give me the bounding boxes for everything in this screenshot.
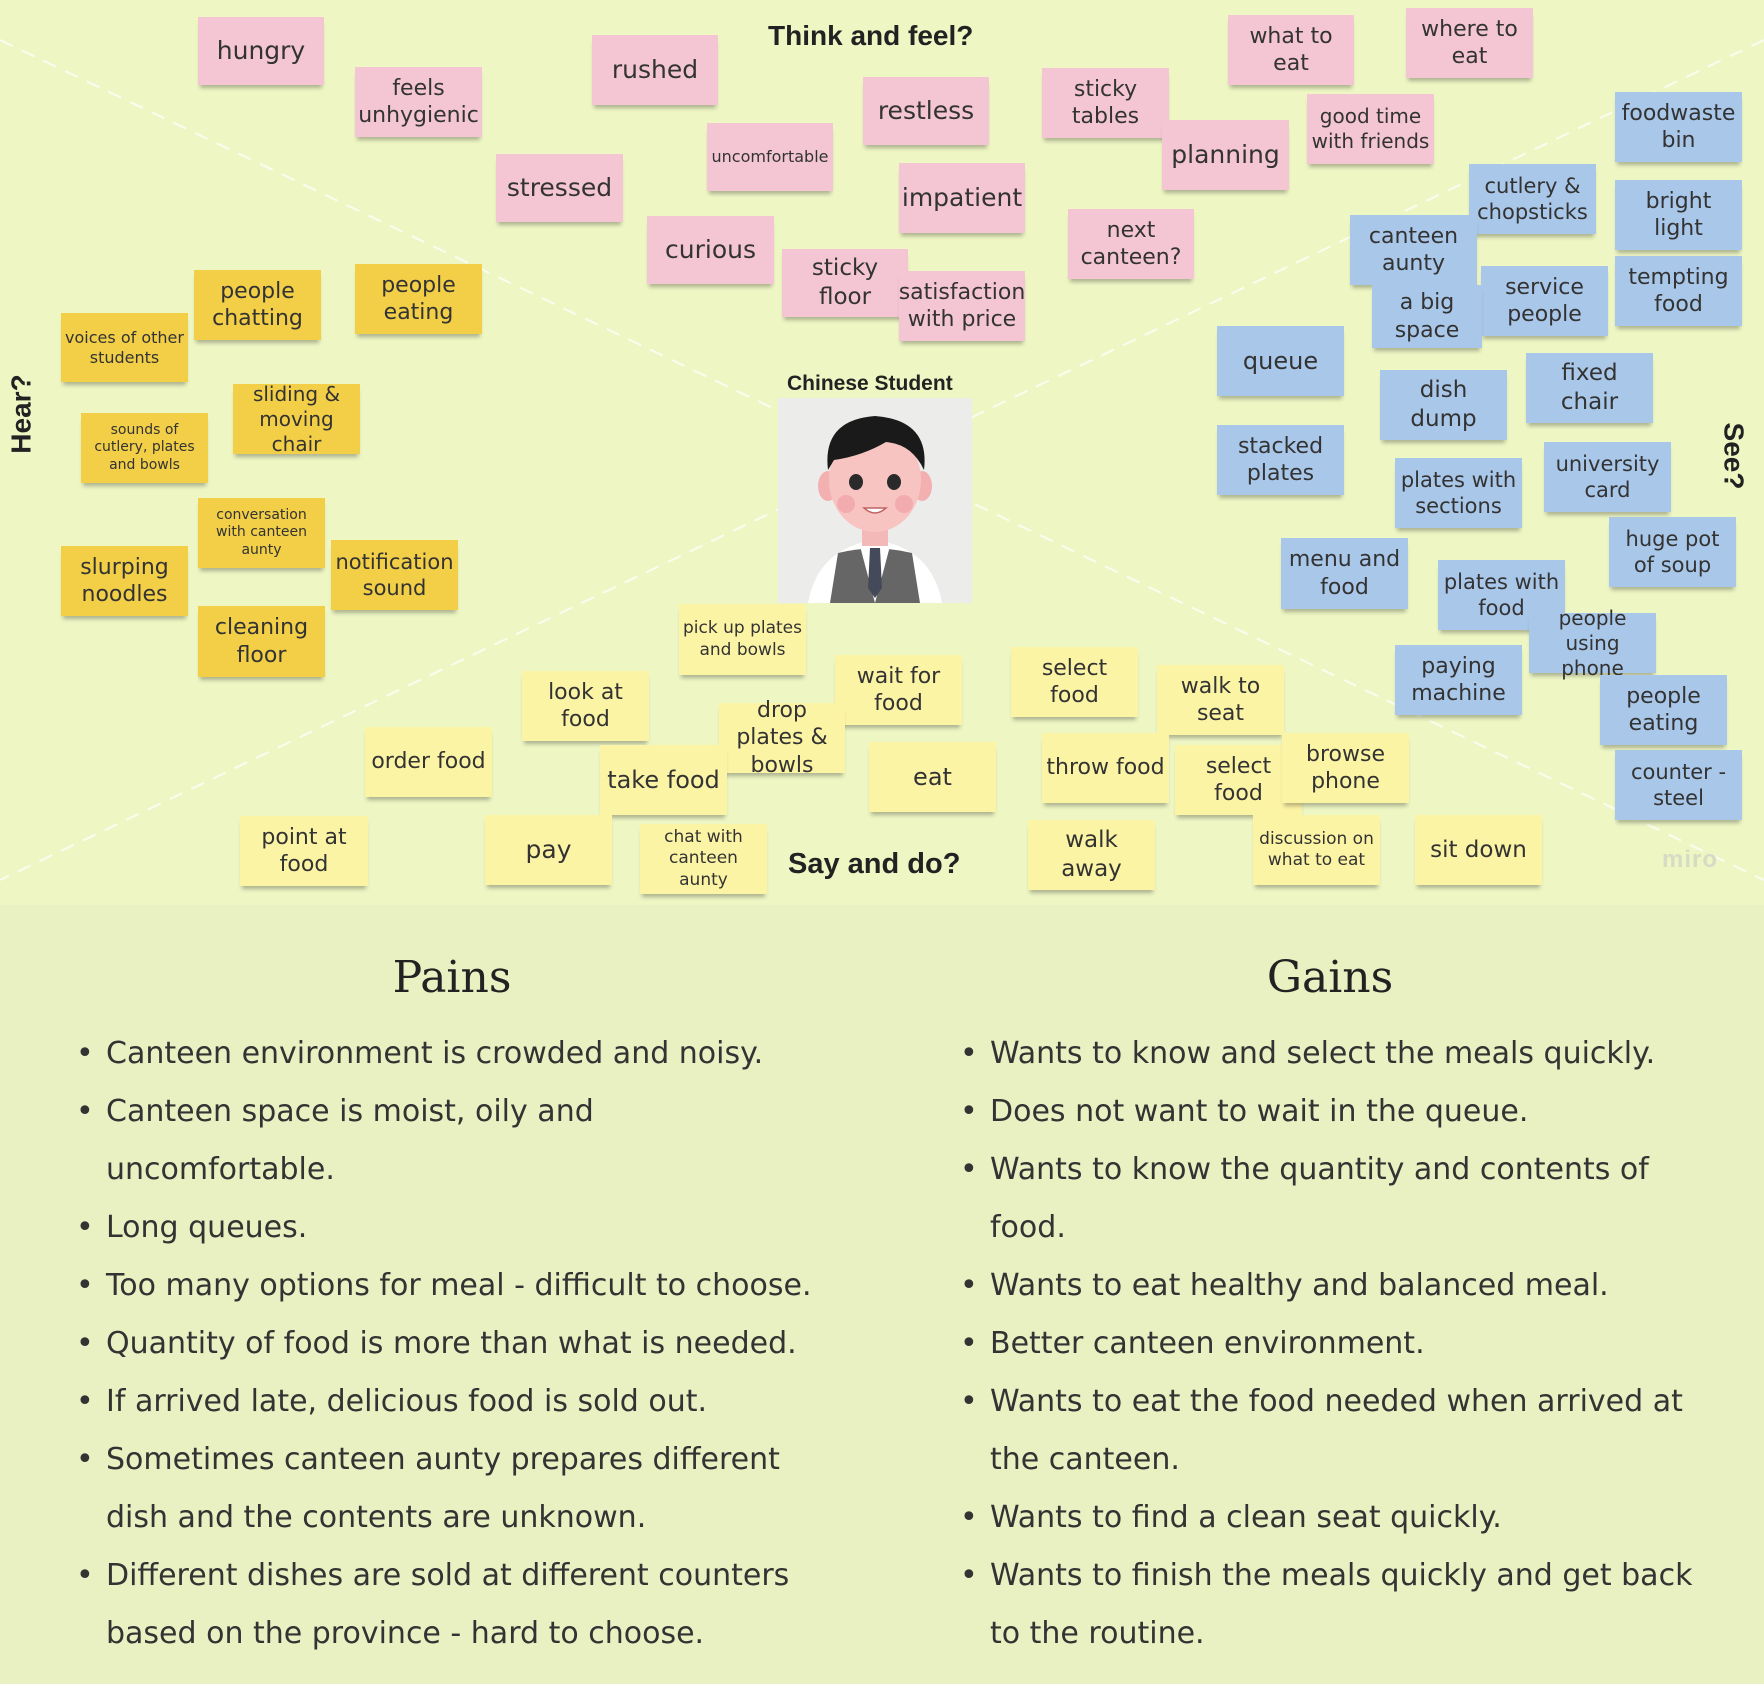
sticky-note[interactable]: feels unhygienic bbox=[355, 67, 482, 137]
sticky-note[interactable]: cleaning floor bbox=[198, 606, 325, 677]
sticky-note[interactable]: conversation with canteen aunty bbox=[198, 498, 325, 568]
sticky-note[interactable]: pick up plates and bowls bbox=[679, 604, 806, 675]
sticky-note[interactable]: discussion on what to eat bbox=[1253, 815, 1380, 885]
sticky-note[interactable]: chat with canteen aunty bbox=[640, 824, 767, 894]
sticky-note[interactable]: sticky floor bbox=[782, 249, 908, 317]
sticky-note[interactable]: select food bbox=[1011, 647, 1138, 717]
sticky-note[interactable]: drop plates & bowls bbox=[719, 698, 845, 778]
say-do-heading: Say and do? bbox=[788, 848, 961, 880]
hear-heading: Hear? bbox=[5, 374, 37, 454]
sticky-note[interactable]: wait for food bbox=[835, 655, 962, 725]
gain-item: Wants to eat the food needed when arrive… bbox=[960, 1373, 1720, 1489]
sticky-note[interactable]: order food bbox=[365, 727, 492, 797]
sticky-note[interactable]: uncomfortable bbox=[707, 123, 833, 191]
sticky-note[interactable]: service people bbox=[1481, 266, 1608, 336]
persona-avatar bbox=[778, 398, 972, 603]
pain-item: Long queues. bbox=[76, 1199, 826, 1257]
sticky-note[interactable]: point at food bbox=[240, 816, 368, 886]
sticky-note[interactable]: people using phone bbox=[1529, 606, 1656, 680]
sticky-note[interactable]: tempting food bbox=[1615, 256, 1742, 326]
miro-logo: miro bbox=[1662, 846, 1719, 873]
sticky-note[interactable]: hungry bbox=[198, 17, 324, 85]
sticky-note[interactable]: sliding & moving chair bbox=[233, 382, 360, 456]
sticky-note[interactable]: huge pot of soup bbox=[1609, 517, 1736, 587]
sticky-note[interactable]: eat bbox=[869, 742, 996, 812]
sticky-note[interactable]: bright light bbox=[1615, 180, 1742, 250]
sticky-note[interactable]: planning bbox=[1162, 120, 1289, 190]
pains-gains-section: Pains Gains Canteen environment is crowd… bbox=[0, 905, 1764, 1684]
sticky-note[interactable]: rushed bbox=[592, 35, 718, 105]
sticky-note[interactable]: slurping noodles bbox=[61, 546, 188, 616]
pain-item: Too many options for meal - difficult to… bbox=[76, 1257, 826, 1315]
gains-list: Wants to know and select the meals quick… bbox=[960, 1025, 1720, 1663]
gain-item: Does not want to wait in the queue. bbox=[960, 1083, 1720, 1141]
sticky-note[interactable]: voices of other students bbox=[61, 313, 188, 382]
persona-label: Chinese Student bbox=[787, 372, 953, 395]
student-illustration bbox=[808, 416, 942, 603]
sticky-note[interactable]: satisfaction with price bbox=[899, 271, 1025, 341]
pain-item: Quantity of food is more than what is ne… bbox=[76, 1315, 826, 1373]
sticky-note[interactable]: canteen aunty bbox=[1350, 215, 1477, 285]
gain-item: Better canteen environment. bbox=[960, 1315, 1720, 1373]
sticky-note[interactable]: plates with sections bbox=[1395, 458, 1522, 528]
gain-item: Wants to finish the meals quickly and ge… bbox=[960, 1547, 1720, 1663]
sticky-note[interactable]: good time with friends bbox=[1307, 94, 1434, 164]
pain-item: Canteen environment is crowded and noisy… bbox=[76, 1025, 826, 1083]
gain-item: Wants to eat healthy and balanced meal. bbox=[960, 1257, 1720, 1315]
sticky-note[interactable]: notification sound bbox=[331, 540, 458, 610]
sticky-note[interactable]: where to eat bbox=[1406, 8, 1533, 78]
sticky-note[interactable]: stacked plates bbox=[1217, 425, 1344, 495]
sticky-note[interactable]: university card bbox=[1544, 442, 1671, 512]
sticky-note[interactable]: pay bbox=[485, 815, 612, 885]
gains-title: Gains bbox=[1266, 952, 1394, 1003]
sticky-note[interactable]: queue bbox=[1217, 326, 1344, 396]
sticky-note[interactable]: foodwaste bin bbox=[1615, 92, 1742, 162]
sticky-note[interactable]: next canteen? bbox=[1068, 209, 1194, 279]
see-heading: See? bbox=[1718, 422, 1750, 490]
sticky-note[interactable]: people eating bbox=[1600, 675, 1727, 745]
sticky-note[interactable]: sounds of cutlery, plates and bowls bbox=[81, 413, 208, 483]
sticky-note[interactable]: select food bbox=[1175, 745, 1302, 815]
sticky-note[interactable]: fixed chair bbox=[1526, 353, 1653, 423]
sticky-note[interactable]: menu and food bbox=[1281, 538, 1408, 609]
sticky-note[interactable]: walk to seat bbox=[1157, 665, 1284, 735]
sticky-note[interactable]: sticky tables bbox=[1042, 68, 1169, 138]
pain-item: If arrived late, delicious food is sold … bbox=[76, 1373, 826, 1431]
sticky-note[interactable]: throw food bbox=[1042, 733, 1169, 803]
pain-item: Different dishes are sold at different c… bbox=[76, 1547, 826, 1663]
sticky-note[interactable]: paying machine bbox=[1395, 645, 1522, 715]
sticky-note[interactable]: people eating bbox=[355, 264, 482, 334]
pain-item: Canteen space is moist, oily and uncomfo… bbox=[76, 1083, 826, 1199]
sticky-note[interactable]: impatient bbox=[899, 163, 1025, 233]
pains-title: Pains bbox=[392, 952, 512, 1003]
gain-item: Wants to find a clean seat quickly. bbox=[960, 1489, 1720, 1547]
empathy-map-board: Think and feel? Say and do? Hear? See? C… bbox=[0, 0, 1764, 905]
sticky-note[interactable]: curious bbox=[647, 216, 774, 284]
gain-item: Wants to know and select the meals quick… bbox=[960, 1025, 1720, 1083]
sticky-note[interactable]: cutlery & chopsticks bbox=[1469, 164, 1596, 234]
sticky-note[interactable]: plates with food bbox=[1438, 560, 1565, 630]
sticky-note[interactable]: what to eat bbox=[1228, 15, 1354, 85]
sticky-note[interactable]: sit down bbox=[1415, 815, 1542, 885]
sticky-note[interactable]: restless bbox=[863, 77, 989, 145]
sticky-note[interactable]: counter - steel bbox=[1615, 750, 1742, 820]
sticky-note[interactable]: browse phone bbox=[1282, 733, 1409, 803]
pains-list: Canteen environment is crowded and noisy… bbox=[76, 1025, 826, 1663]
sticky-note[interactable]: take food bbox=[600, 745, 727, 815]
think-feel-heading: Think and feel? bbox=[768, 20, 974, 51]
sticky-note[interactable]: walk away bbox=[1028, 820, 1155, 890]
sticky-note[interactable]: people chatting bbox=[194, 270, 321, 340]
pain-item: Sometimes canteen aunty prepares differe… bbox=[76, 1431, 826, 1547]
sticky-note[interactable]: dish dump bbox=[1380, 370, 1507, 440]
sticky-note[interactable]: look at food bbox=[522, 671, 649, 741]
sticky-note[interactable]: a big space bbox=[1372, 285, 1482, 348]
gain-item: Wants to know the quantity and contents … bbox=[960, 1141, 1720, 1257]
sticky-note[interactable]: stressed bbox=[496, 154, 623, 222]
